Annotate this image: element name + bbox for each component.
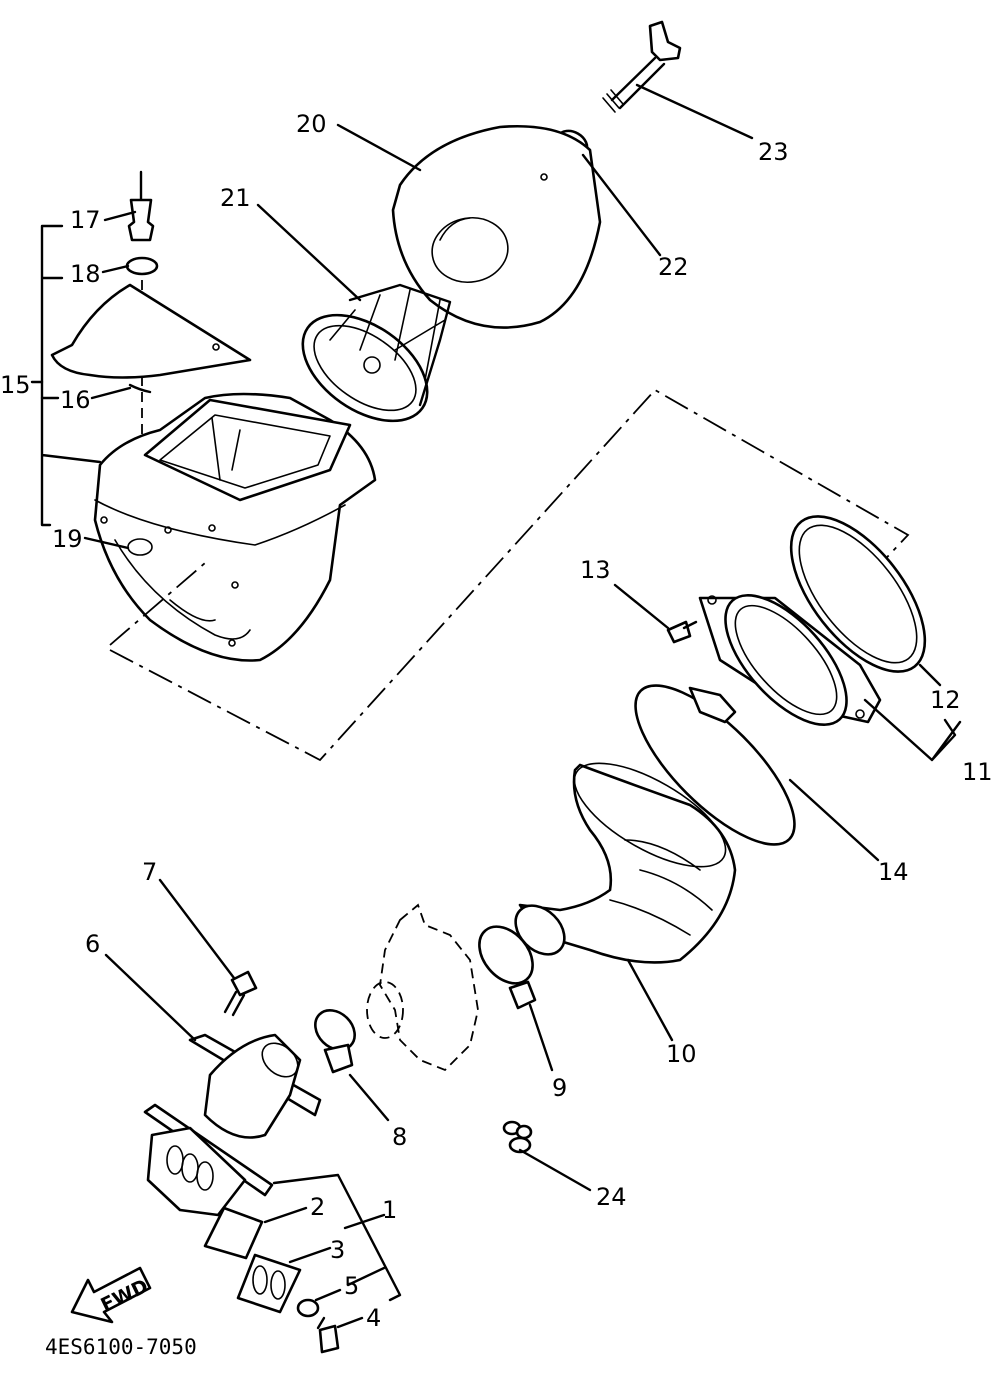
label-part-9: 9 — [552, 1074, 567, 1102]
forward-arrow: FWD — [70, 1266, 152, 1324]
air-box-case — [93, 392, 377, 662]
label-part-15: 15 — [0, 371, 31, 399]
screw-part-13 — [666, 620, 698, 644]
label-part-24: 24 — [596, 1183, 627, 1211]
label-part-12: 12 — [930, 686, 961, 714]
reed-part-2 — [203, 1206, 264, 1260]
hose-part-10 — [514, 762, 737, 964]
label-part-13: 13 — [580, 556, 611, 584]
washer-part-18 — [125, 256, 159, 276]
label-part-2: 2 — [310, 1193, 325, 1221]
label-part-20: 20 — [296, 110, 327, 138]
clamp-part-9 — [478, 925, 537, 1010]
label-part-14: 14 — [878, 858, 909, 886]
bolt-part-23 — [602, 20, 682, 113]
clamp-part-8 — [314, 1009, 356, 1074]
washer-part-5 — [296, 1298, 320, 1318]
part-labels: 20 21 23 22 17 18 15 16 19 13 12 11 14 7… — [0, 110, 993, 1332]
joint-part-11 — [698, 594, 882, 726]
label-part-5: 5 — [344, 1272, 359, 1300]
carburetor-phantom — [366, 903, 479, 1072]
screw-part-4 — [316, 1316, 340, 1354]
reed-valve-assembly — [143, 1103, 274, 1217]
seal-part-12 — [789, 515, 927, 673]
label-part-22: 22 — [658, 253, 689, 281]
label-part-7: 7 — [142, 858, 157, 886]
label-part-23: 23 — [758, 138, 789, 166]
label-part-21: 21 — [220, 184, 251, 212]
label-part-11: 11 — [962, 758, 993, 786]
assembly-boundary — [109, 388, 910, 762]
bolt-part-7 — [223, 970, 258, 1017]
label-part-3: 3 — [330, 1236, 345, 1264]
label-part-8: 8 — [392, 1123, 407, 1151]
clamp-part-14 — [634, 684, 796, 846]
pin-part-17 — [127, 170, 155, 242]
label-part-4: 4 — [366, 1304, 381, 1332]
label-part-6: 6 — [85, 930, 100, 958]
label-part-17: 17 — [70, 206, 101, 234]
manifold-part-6 — [188, 1033, 322, 1139]
drawing-code: 4ES6100-7050 — [45, 1335, 197, 1359]
stopper-part-3 — [236, 1253, 302, 1314]
label-part-1: 1 — [382, 1196, 397, 1224]
label-part-18: 18 — [70, 260, 101, 288]
plate-part-16 — [50, 283, 252, 394]
leader-lines — [30, 83, 962, 1329]
label-part-16: 16 — [60, 386, 91, 414]
clip-part-24 — [502, 1120, 533, 1154]
foam-element-part-20 — [391, 125, 602, 329]
label-part-19: 19 — [52, 525, 83, 553]
label-part-10: 10 — [666, 1040, 697, 1068]
filter-guide-part-21 — [301, 283, 452, 423]
